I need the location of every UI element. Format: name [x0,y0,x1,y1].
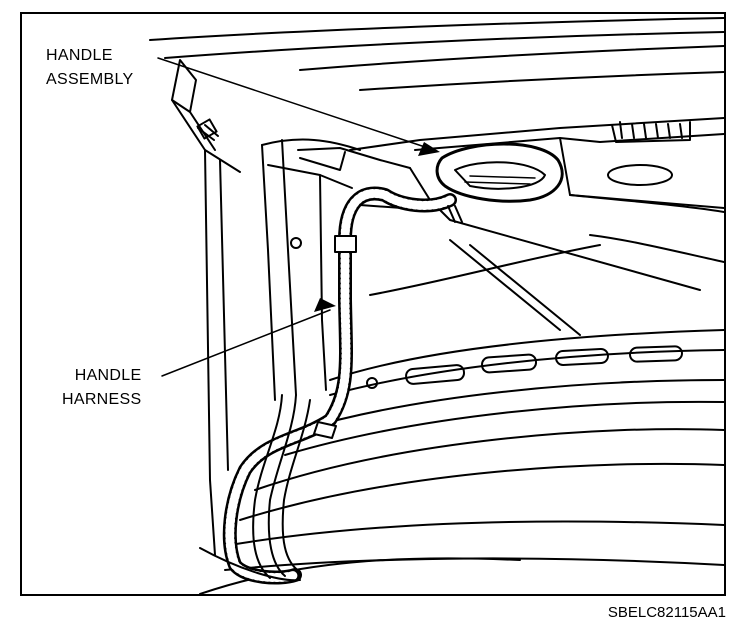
center-brace [261,138,411,401]
handle-harness-label-line1: HANDLE [74,367,142,384]
handle-assembly-label: HANDLE ASSEMBLY [44,44,136,92]
inner-frame-left [171,59,241,556]
illustration-frame [20,12,726,596]
handle-harness-label: HANDLE HARNESS [60,364,144,412]
handle-harness-label-line2: HARNESS [62,391,142,408]
reinforcement-panel [349,117,724,336]
arrowhead-handle-assembly [418,142,440,156]
trunk-lid-outer-panel [149,17,724,91]
figure-code: SBELC82115AA1 [607,604,726,621]
handle-assembly [435,142,564,203]
handle-harness [199,186,463,585]
latch-bracket [611,121,691,143]
leader-lines [157,57,429,377]
arrowhead-handle-harness [314,298,336,312]
handle-assembly-label-line1: HANDLE [46,47,113,64]
handle-assembly-label-line2: ASSEMBLY [46,71,134,88]
lower-lid-panel [199,329,724,594]
